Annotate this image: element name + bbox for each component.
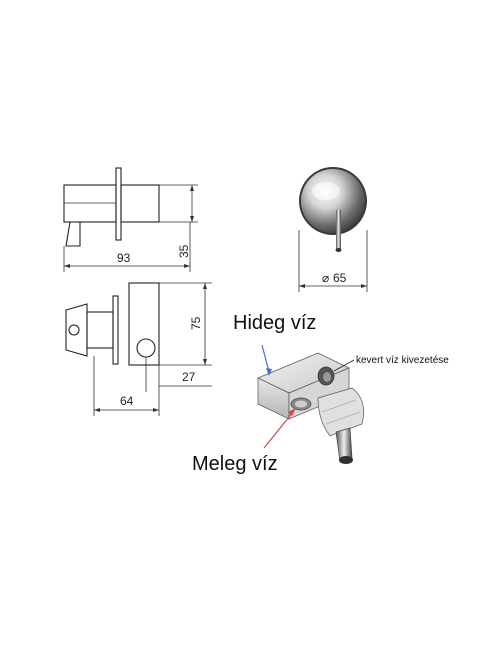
- top-view: 75 27 64: [65, 282, 212, 416]
- pointer-cold-water: [261, 344, 270, 373]
- side-view: 93 35: [63, 167, 198, 272]
- dim-label-75: 75: [189, 316, 203, 330]
- top-view-outlet-circle: [136, 338, 156, 358]
- side-view-handle: [65, 221, 81, 247]
- iso-handle-tip: [339, 456, 353, 464]
- front-view-handle: [336, 210, 341, 250]
- isometric-view: [257, 352, 364, 464]
- dim-label-64: 64: [120, 394, 134, 408]
- top-view-body: [86, 311, 114, 349]
- pointer-hot-water: [263, 411, 294, 449]
- front-view-plate: [301, 169, 365, 233]
- label-mixed-outlet: kevert víz kivezetése: [356, 355, 449, 366]
- top-view-handle: [65, 303, 88, 357]
- top-view-handle-screw: [68, 324, 80, 336]
- top-view-wall-plate: [112, 295, 119, 365]
- side-view-housing: [120, 184, 160, 223]
- labels: Hideg víz kevert víz kivezetése Meleg ví…: [192, 312, 449, 475]
- side-view-body: [63, 184, 117, 223]
- label-hot-water: Meleg víz: [192, 453, 278, 475]
- dim-label-27: 27: [182, 370, 196, 384]
- dim-label-35: 35: [177, 244, 191, 258]
- dim-label-93: 93: [117, 251, 131, 265]
- pointer-mixed-outlet: [333, 359, 355, 372]
- top-view-box: [128, 282, 160, 366]
- label-cold-water: Hideg víz: [233, 312, 316, 334]
- iso-cartridge: [317, 387, 364, 437]
- front-view: ⌀ 65: [298, 167, 368, 292]
- dim-label-diameter-symbol: ⌀: [322, 271, 329, 285]
- side-view-wall-plate: [115, 167, 122, 241]
- dim-label-65: 65: [333, 271, 347, 285]
